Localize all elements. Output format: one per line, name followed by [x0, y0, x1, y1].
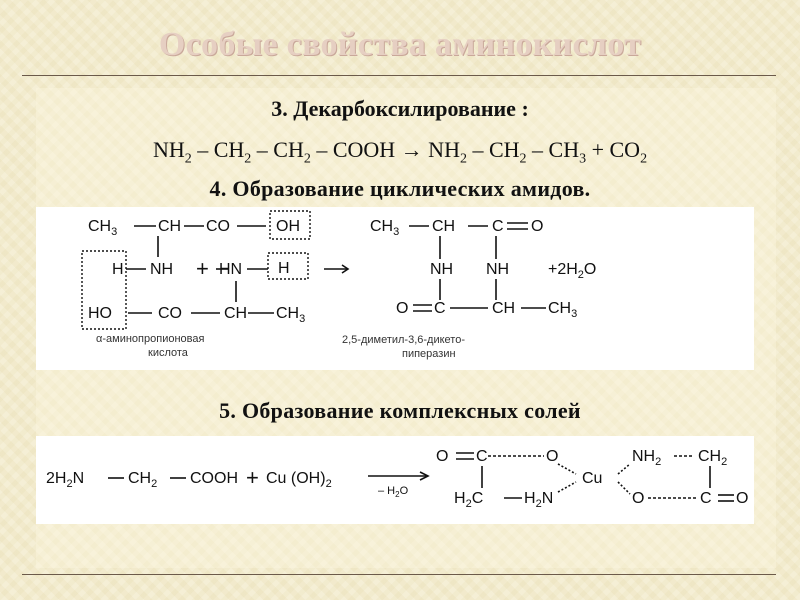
right-o: O [531, 218, 543, 235]
right-ch: CH [432, 218, 455, 235]
right-ch3-b: CH3 [548, 300, 577, 320]
product-o-top: O [436, 448, 448, 465]
product-h2n: H2N [524, 490, 553, 510]
right-ch-b: CH [492, 300, 515, 317]
left-caption-2: кислота [148, 347, 189, 359]
right-nh-1: NH [430, 261, 453, 278]
reactant-amino: 2H2N [46, 470, 84, 490]
product-o-bottom: O [632, 490, 644, 507]
left-h: H [112, 261, 124, 278]
section-5-heading: 5. Образование комплексных солей [219, 398, 581, 423]
product-nh2: NH2 [632, 448, 661, 468]
page-title: Особые свойства аминокислот [158, 26, 642, 63]
right-caption-2: пиперазин [402, 348, 456, 360]
product-o-ring: O [546, 448, 558, 465]
left-oh: OH [276, 218, 300, 235]
arrow-minus-water: – H2O [378, 485, 409, 499]
reactant-cu-oh2: Cu (OH)2 [266, 470, 332, 490]
product-c-bottom: C [700, 490, 712, 507]
decarboxylation-equation: NH2 – CH2 – CH2 – COOH → NH2 – CH2 – CH3… [152, 137, 648, 167]
section-3-heading: 3. Декарбоксилирование : [271, 96, 529, 121]
reactant-ch2: CH2 [128, 470, 157, 490]
product-ch2-top: CH2 [698, 448, 727, 468]
product-c-top: C [476, 448, 488, 465]
right-water: +2H2O [548, 261, 596, 281]
left-ho: HO [88, 305, 112, 322]
right-ch3: CH3 [370, 218, 399, 238]
left-plus: + [196, 256, 209, 281]
footer-divider [22, 574, 776, 575]
right-caption-1: 2,5-диметил-3,6-дикето- [342, 334, 465, 346]
cyclic-amide-scheme: CH3 CH CO OH H NH + HN H HO CO CH CH3 α-… [36, 207, 754, 370]
left-ch: CH [158, 218, 181, 235]
left-co: CO [206, 218, 230, 235]
product-cu: Cu [582, 470, 602, 487]
product-o-end: O [736, 490, 748, 507]
left-co2: CO [158, 305, 182, 322]
right-nh-2: NH [486, 261, 509, 278]
left-nh: NH [150, 261, 173, 278]
left-h2: H [278, 260, 290, 277]
complex-salt-scheme: 2H2N CH2 COOH + Cu (OH)2 O C O NH2 CH2 C… [36, 436, 754, 524]
left-ch-b: CH [224, 305, 247, 322]
left-ch3: CH3 [88, 218, 117, 238]
reactant-cooh: COOH [190, 470, 238, 487]
right-o-b: O [396, 300, 408, 317]
left-caption-1: α-аминопропионовая [96, 333, 204, 345]
left-hn: HN [219, 261, 242, 278]
reactant-plus: + [246, 465, 259, 490]
right-c-b: C [434, 300, 446, 317]
product-h2c: H2C [454, 490, 483, 510]
right-c: C [492, 218, 504, 235]
left-ch3-b: CH3 [276, 305, 305, 325]
title-divider [22, 75, 776, 76]
section-4-heading: 4. Образование циклических амидов. [209, 176, 591, 201]
